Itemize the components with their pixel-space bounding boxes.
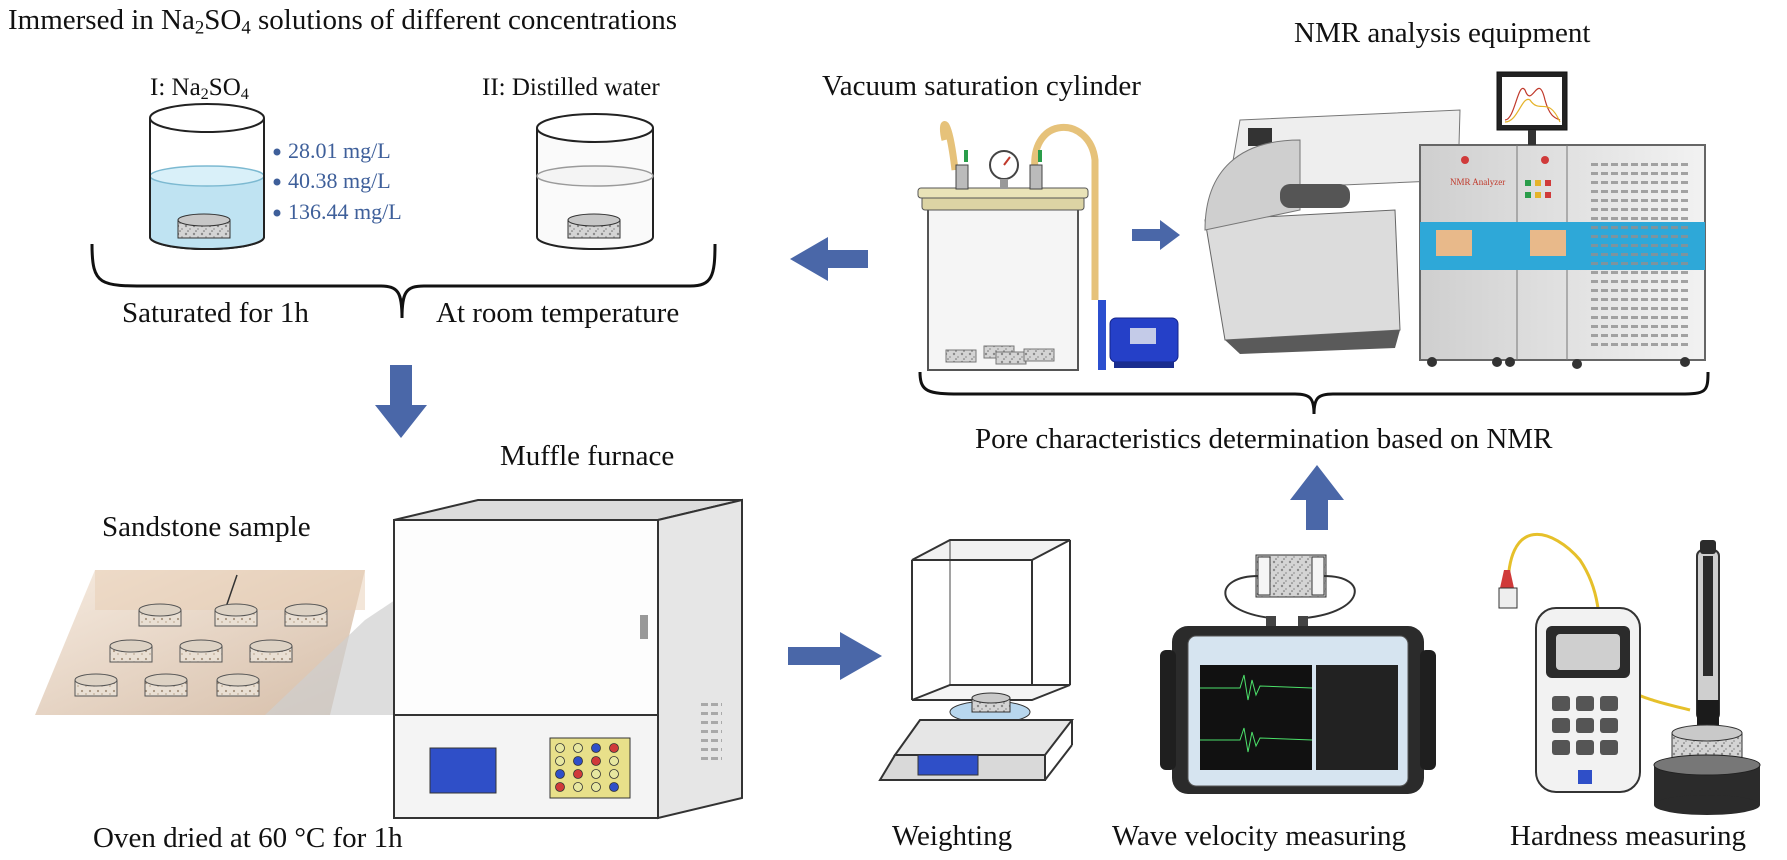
- keypad-button: [609, 756, 619, 766]
- muffle-furnace: [393, 498, 743, 820]
- sandstone-disc: [216, 673, 260, 697]
- hardness-key: [1552, 718, 1570, 733]
- hardness-key: [1600, 740, 1618, 755]
- sandstone-sample-label: Sandstone sample: [102, 511, 311, 543]
- analytical-balance: [878, 539, 1075, 781]
- sandstone-disc: [249, 639, 293, 663]
- bullet-dot: [273, 178, 281, 186]
- sample-disc-beaker1: [177, 213, 231, 239]
- sandstone-disc: [138, 603, 182, 627]
- beaker-1-label: I: Na2SO4: [150, 74, 249, 104]
- keypad-button: [573, 769, 583, 779]
- concentration-1: 28.01 mg/L: [288, 138, 391, 163]
- keypad-button: [573, 756, 583, 766]
- keypad-button: [591, 782, 601, 792]
- hardness-key: [1576, 740, 1594, 755]
- keypad-button: [555, 769, 565, 779]
- nmr-brace-caption: Pore characteristics determination based…: [975, 423, 1553, 455]
- nmr-wheels: [1427, 357, 1690, 369]
- cylinder-samples: [945, 345, 1055, 365]
- sandstone-disc: [74, 673, 118, 697]
- bullet-dot: [273, 148, 281, 156]
- sandstone-disc: [179, 639, 223, 663]
- sandstone-disc: [144, 673, 188, 697]
- sandstone-disc: [214, 603, 258, 627]
- keypad-button: [573, 743, 583, 753]
- vacuum-cylinder-label: Vacuum saturation cylinder: [822, 70, 1141, 102]
- keypad-button: [591, 756, 601, 766]
- arrow-right-icon: [788, 632, 882, 680]
- nmr-equipment: NMR Analyzer: [1204, 71, 1706, 369]
- wave-velocity-label: Wave velocity measuring: [1112, 820, 1407, 852]
- beaker-2-label: II: Distilled water: [482, 74, 660, 101]
- monitor-icon: [1496, 71, 1568, 145]
- keypad-button: [555, 743, 565, 753]
- hardness-keypad: [1552, 696, 1618, 755]
- hardness-key: [1576, 718, 1594, 733]
- oven-dried-caption: Oven dried at 60 °C for 1h: [93, 822, 403, 854]
- tray-sample-discs: [74, 603, 328, 697]
- keypad-button: [609, 782, 619, 792]
- arrow-down-icon: [375, 365, 427, 438]
- brace-top-right: [918, 371, 1710, 415]
- keypad-button: [573, 782, 583, 792]
- concentration-2: 40.38 mg/L: [288, 168, 391, 193]
- hardness-key: [1552, 740, 1570, 755]
- keypad-button: [555, 756, 565, 766]
- furnace-keypad: [555, 743, 619, 792]
- vacuum-pump-icon: [1098, 300, 1179, 370]
- room-temp-caption: At room temperature: [436, 297, 680, 329]
- vacuum-cylinder: [917, 121, 1179, 371]
- sandstone-disc: [109, 639, 153, 663]
- hardness-key: [1600, 696, 1618, 711]
- hardness-key: [1600, 718, 1618, 733]
- beaker-distilled-water: [536, 113, 654, 250]
- bullet-dot: [273, 209, 281, 217]
- keypad-button: [609, 769, 619, 779]
- keypad-button: [591, 769, 601, 779]
- weighting-label: Weighting: [892, 820, 1013, 852]
- beaker-na2so4: [149, 103, 265, 250]
- immersion-title: Immersed in Na2SO4 solutions of differen…: [8, 4, 678, 39]
- concentration-bullets: [273, 148, 281, 217]
- arrow-left-icon: [790, 237, 868, 281]
- muffle-furnace-label: Muffle furnace: [500, 440, 675, 472]
- keypad-button: [555, 782, 565, 792]
- flow-arrows: [375, 220, 1344, 680]
- sample-disc-beaker2: [567, 213, 621, 239]
- hardness-key: [1552, 696, 1570, 711]
- keypad-button: [591, 743, 601, 753]
- keypad-button: [609, 743, 619, 753]
- saturated-caption: Saturated for 1h: [122, 297, 309, 329]
- nmr-equipment-label: NMR analysis equipment: [1294, 17, 1591, 49]
- sandstone-disc: [284, 603, 328, 627]
- hardness-tester: [1498, 533, 1761, 815]
- brace-top-left: [90, 243, 717, 319]
- wave-velocity-device: [1160, 554, 1436, 794]
- hardness-key: [1576, 696, 1594, 711]
- nmr-panel-text: NMR Analyzer: [1450, 177, 1505, 187]
- arrow-small-right-icon: [1132, 220, 1180, 250]
- concentration-3: 136.44 mg/L: [288, 199, 402, 224]
- arrow-up-icon: [1290, 465, 1344, 530]
- hardness-label: Hardness measuring: [1510, 820, 1746, 852]
